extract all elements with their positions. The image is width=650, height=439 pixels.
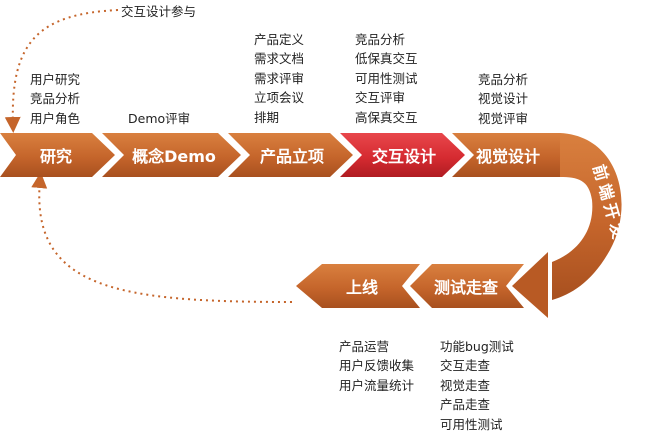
testing-note: 视觉走查 bbox=[440, 377, 491, 393]
stage-arrow-frontend bbox=[552, 133, 622, 300]
stage-arrow-visual bbox=[452, 133, 560, 177]
research-notes: 用户研究 竞品分析 用户角色 bbox=[30, 70, 80, 128]
interaction-note: 可用性测试 bbox=[355, 70, 418, 86]
stage-arrow-testing bbox=[410, 264, 524, 308]
interaction-note: 高保真交互 bbox=[355, 109, 418, 125]
interaction-note: 交互评审 bbox=[355, 90, 406, 106]
launch-note: 用户反馈收集 bbox=[339, 358, 415, 374]
interaction-note: 低保真交互 bbox=[355, 51, 418, 67]
visual-note: 视觉评审 bbox=[478, 110, 529, 126]
interaction-notes: 竞品分析 低保真交互 可用性测试 交互评审 高保真交互 bbox=[355, 30, 418, 127]
research-note: 用户角色 bbox=[30, 110, 81, 126]
stage-arrow-interaction bbox=[340, 133, 465, 177]
stage-arrow-launch bbox=[296, 264, 420, 308]
testing-note: 交互走查 bbox=[440, 358, 491, 374]
top-loop-label: 交互设计参与 bbox=[121, 4, 197, 19]
project-note: 产品定义 bbox=[254, 32, 305, 47]
stage-arrow-research bbox=[0, 133, 115, 177]
project-notes: 产品定义 需求文档 需求评审 立项会议 排期 bbox=[254, 30, 304, 127]
concept-note: Demo评审 bbox=[128, 111, 191, 126]
project-note: 需求文档 bbox=[254, 51, 305, 67]
visual-notes: 竞品分析 视觉设计 视觉评审 bbox=[478, 70, 528, 128]
stage-arrow-concept bbox=[102, 133, 241, 177]
testing-note: 产品走查 bbox=[440, 397, 491, 413]
concept-notes: Demo评审 bbox=[128, 109, 190, 128]
testing-notes: 功能bug测试 交互走查 视觉走查 产品走查 可用性测试 bbox=[440, 337, 514, 434]
frontend-arrow-head bbox=[512, 252, 548, 318]
visual-note: 视觉设计 bbox=[478, 91, 529, 107]
stage-label-launch: 上线 bbox=[346, 278, 378, 297]
stage-label-concept: 概念Demo bbox=[132, 147, 216, 166]
project-note: 排期 bbox=[254, 109, 280, 125]
stage-label-interaction: 交互设计 bbox=[372, 147, 436, 166]
bottom-loop-dotted-line bbox=[31, 172, 293, 303]
project-note: 立项会议 bbox=[254, 90, 305, 106]
launch-note: 产品运营 bbox=[339, 339, 390, 354]
research-note: 竞品分析 bbox=[30, 91, 81, 107]
stage-arrow-project bbox=[228, 133, 353, 177]
testing-note: 功能bug测试 bbox=[440, 339, 514, 354]
stage-label-research: 研究 bbox=[40, 147, 72, 166]
stage-label-project: 产品立项 bbox=[260, 147, 324, 166]
launch-notes: 产品运营 用户反馈收集 用户流量统计 bbox=[339, 337, 414, 395]
visual-note: 竞品分析 bbox=[478, 72, 529, 87]
stage-label-testing: 测试走查 bbox=[434, 278, 498, 297]
launch-note: 用户流量统计 bbox=[339, 377, 415, 393]
interaction-note: 竞品分析 bbox=[355, 32, 406, 47]
project-note: 需求评审 bbox=[254, 70, 305, 86]
research-note: 用户研究 bbox=[30, 72, 81, 87]
testing-note: 可用性测试 bbox=[440, 416, 503, 432]
stage-label-visual: 视觉设计 bbox=[476, 147, 540, 166]
